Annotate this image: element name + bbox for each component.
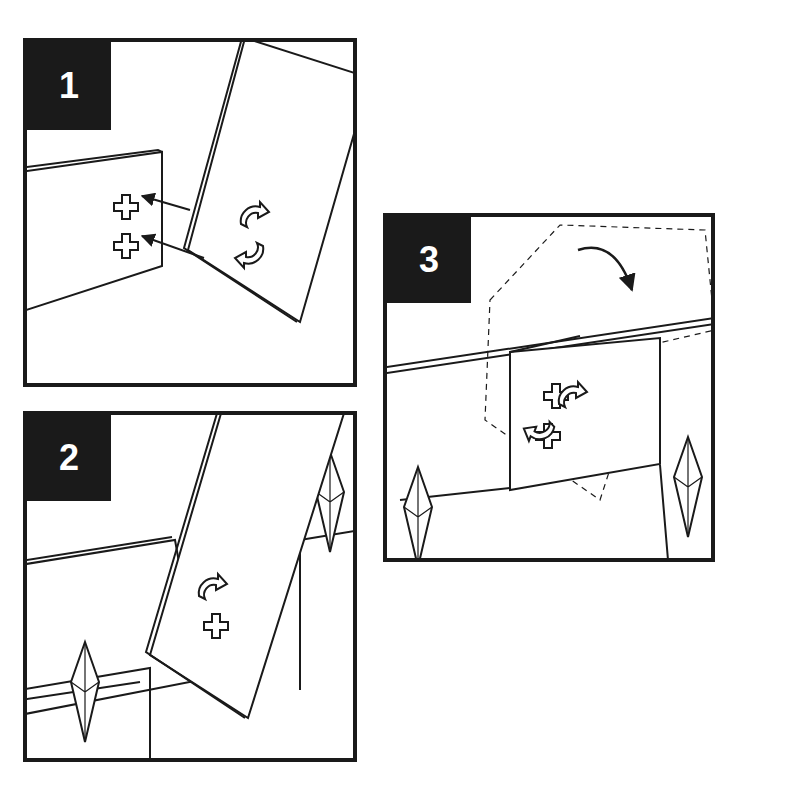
step-badge: 2 bbox=[27, 415, 111, 501]
panel-three-art bbox=[387, 225, 711, 558]
base-ground bbox=[387, 322, 711, 558]
rotate-arrow bbox=[578, 248, 632, 290]
step-number: 3 bbox=[419, 242, 439, 278]
board-edge bbox=[27, 150, 162, 168]
step-number: 1 bbox=[59, 68, 79, 104]
panel-edge bbox=[146, 415, 245, 718]
slot bbox=[114, 195, 138, 219]
clip bbox=[235, 243, 263, 268]
clip bbox=[559, 382, 587, 407]
step-badge: 1 bbox=[27, 42, 111, 130]
clip bbox=[199, 574, 227, 599]
side-panel bbox=[510, 338, 660, 490]
panel-frame bbox=[385, 215, 713, 560]
clip bbox=[241, 202, 269, 227]
panel-edge bbox=[184, 42, 297, 322]
spike-leg bbox=[404, 467, 432, 558]
insert-arrow bbox=[142, 236, 204, 258]
spike-leg bbox=[674, 437, 702, 537]
back-board bbox=[300, 530, 353, 690]
slot bbox=[114, 234, 138, 258]
spike-leg bbox=[71, 642, 99, 742]
board-edge bbox=[27, 537, 172, 561]
panel-frame bbox=[25, 413, 355, 760]
step-badge: 3 bbox=[387, 217, 471, 303]
panel-frame bbox=[25, 40, 355, 385]
panel-edge bbox=[510, 336, 580, 352]
base-board bbox=[27, 152, 162, 312]
panel-two-art bbox=[27, 415, 353, 758]
insert-arrow bbox=[142, 196, 190, 210]
clip bbox=[520, 414, 555, 447]
step-number: 2 bbox=[59, 440, 79, 476]
side-panel bbox=[188, 42, 353, 322]
side-panel bbox=[150, 415, 345, 718]
panel-one-art bbox=[27, 42, 353, 322]
rotation-ghost bbox=[485, 225, 711, 500]
slot bbox=[204, 614, 228, 638]
